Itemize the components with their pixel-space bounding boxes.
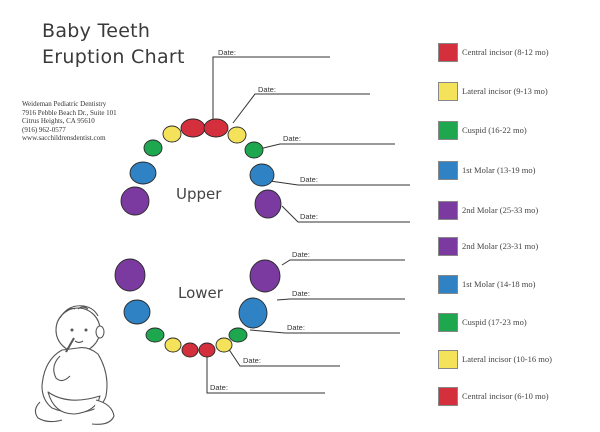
baby-eye bbox=[70, 328, 74, 332]
legend-swatch bbox=[438, 313, 458, 332]
office-city: Citrus Heights, CA 95610 bbox=[22, 117, 95, 126]
office-info: Weideman Pediatric Dentistry 7916 Pebble… bbox=[22, 100, 162, 143]
legend-swatch bbox=[438, 161, 458, 180]
legend-swatch bbox=[438, 82, 458, 101]
date-label: Date: bbox=[292, 250, 310, 259]
legend-item: Cuspid (16-22 mo) bbox=[438, 121, 588, 141]
office-name: Weideman Pediatric Dentistry bbox=[22, 100, 107, 108]
legend-item: Lateral incisor (10-16 mo) bbox=[438, 350, 588, 370]
date-label: Date: bbox=[283, 134, 301, 143]
lower-arch bbox=[114, 258, 281, 358]
tooth-lower-molar2-left bbox=[249, 259, 281, 293]
date-line-lower-molar1 bbox=[276, 298, 405, 301]
baby-eye bbox=[84, 328, 88, 332]
tooth-upper-lateral-left bbox=[227, 126, 247, 144]
tooth-lower-molar2-right bbox=[114, 258, 146, 292]
legend-label: 2nd Molar (23-31 mo) bbox=[462, 241, 539, 251]
legend-swatch bbox=[438, 387, 458, 406]
legend-label: Lateral incisor (9-13 mo) bbox=[462, 86, 548, 96]
tooth-lower-cuspid-left bbox=[228, 327, 248, 343]
legend-label: 1st Molar (13-19 mo) bbox=[462, 165, 536, 175]
legend-item: Central incisor (6-10 mo) bbox=[438, 387, 588, 407]
date-line-lower-cuspid bbox=[249, 329, 400, 334]
tooth-lower-central-right bbox=[181, 342, 199, 358]
date-label: Date: bbox=[300, 212, 318, 221]
chart-title-line2: Eruption Chart bbox=[42, 46, 185, 68]
legend-item: Cuspid (17-23 mo) bbox=[438, 313, 588, 333]
date-label: Date: bbox=[218, 48, 236, 57]
date-line-upper-central bbox=[212, 56, 330, 121]
tooth-upper-lateral-right bbox=[162, 125, 182, 143]
tooth-upper-cuspid-left bbox=[244, 141, 264, 159]
tooth-lower-molar1-left bbox=[238, 297, 268, 329]
baby-leg bbox=[34, 401, 63, 423]
legend-swatch bbox=[438, 350, 458, 369]
tooth-upper-molar1-right bbox=[129, 161, 157, 185]
legend-label: 2nd Molar (25-33 mo) bbox=[462, 205, 539, 215]
date-line-upper-molar2 bbox=[281, 205, 410, 223]
date-line-lower-central bbox=[206, 355, 325, 394]
legend-item: Lateral incisor (9-13 mo) bbox=[438, 82, 588, 102]
tooth-upper-molar1-left bbox=[249, 163, 275, 187]
legend-label: Cuspid (16-22 mo) bbox=[462, 125, 527, 135]
legend-label: 1st Molar (14-18 mo) bbox=[462, 279, 536, 289]
tooth-lower-lateral-right bbox=[164, 337, 182, 353]
legend-label: Lateral incisor (10-16 mo) bbox=[462, 354, 552, 364]
date-line-upper-cuspid bbox=[254, 143, 395, 151]
baby-hair bbox=[59, 305, 99, 319]
baby-leg bbox=[91, 399, 115, 425]
lower-date-lines bbox=[206, 259, 405, 394]
legend-swatch bbox=[438, 201, 458, 220]
date-label: Date: bbox=[258, 85, 276, 94]
baby-illustration bbox=[34, 305, 115, 425]
toothbrush bbox=[65, 337, 75, 353]
legend-item: 2nd Molar (25-33 mo) bbox=[438, 201, 588, 221]
office-street: 7916 Pebble Beach Dr., Suite 101 bbox=[22, 108, 117, 117]
tooth-upper-molar2-left bbox=[254, 189, 282, 219]
date-label: Date: bbox=[287, 323, 305, 332]
tooth-lower-molar1-right bbox=[123, 299, 151, 325]
office-phone: (916) 962-0577 bbox=[22, 125, 66, 134]
tooth-upper-molar2-right bbox=[120, 186, 150, 216]
baby-ear bbox=[95, 325, 105, 339]
legend-item: Central incisor (8-12 mo) bbox=[438, 43, 588, 63]
date-line-upper-lateral bbox=[232, 93, 370, 124]
legend-item: 1st Molar (14-18 mo) bbox=[438, 275, 588, 295]
tooth-upper-central-right bbox=[180, 118, 206, 138]
date-line-upper-molar1 bbox=[269, 180, 410, 186]
upper-arch-label: Upper bbox=[176, 185, 222, 203]
legend-swatch bbox=[438, 237, 458, 256]
tooth-lower-central-left bbox=[198, 342, 216, 358]
date-label: Date: bbox=[292, 289, 310, 298]
date-label: Date: bbox=[300, 175, 318, 184]
date-line-lower-lateral bbox=[227, 347, 340, 367]
legend-label: Cuspid (17-23 mo) bbox=[462, 317, 527, 327]
baby-diaper bbox=[47, 391, 101, 415]
legend-swatch bbox=[438, 121, 458, 140]
tooth-upper-cuspid-right bbox=[143, 139, 163, 157]
tooth-lower-cuspid-right bbox=[145, 327, 165, 343]
date-label: Date: bbox=[243, 356, 261, 365]
upper-date-lines bbox=[212, 56, 410, 223]
date-line-lower-molar2 bbox=[281, 259, 405, 266]
tooth-upper-central-left bbox=[203, 118, 229, 138]
baby-arm bbox=[53, 355, 71, 382]
lower-arch-label: Lower bbox=[178, 284, 224, 302]
office-website: www.sacchildrensdentist.com bbox=[22, 134, 106, 143]
upper-arch bbox=[120, 118, 282, 219]
tooth-lower-lateral-left bbox=[215, 337, 233, 353]
baby-mouth bbox=[74, 340, 84, 344]
legend-swatch bbox=[438, 43, 458, 62]
legend-item: 1st Molar (13-19 mo) bbox=[438, 161, 588, 181]
chart-title-line1: Baby Teeth bbox=[42, 20, 151, 42]
date-label: Date: bbox=[210, 383, 228, 392]
legend-swatch bbox=[438, 275, 458, 294]
legend-item: 2nd Molar (23-31 mo) bbox=[438, 237, 588, 257]
legend-label: Central incisor (8-12 mo) bbox=[462, 47, 549, 57]
legend-label: Central incisor (6-10 mo) bbox=[462, 391, 549, 401]
